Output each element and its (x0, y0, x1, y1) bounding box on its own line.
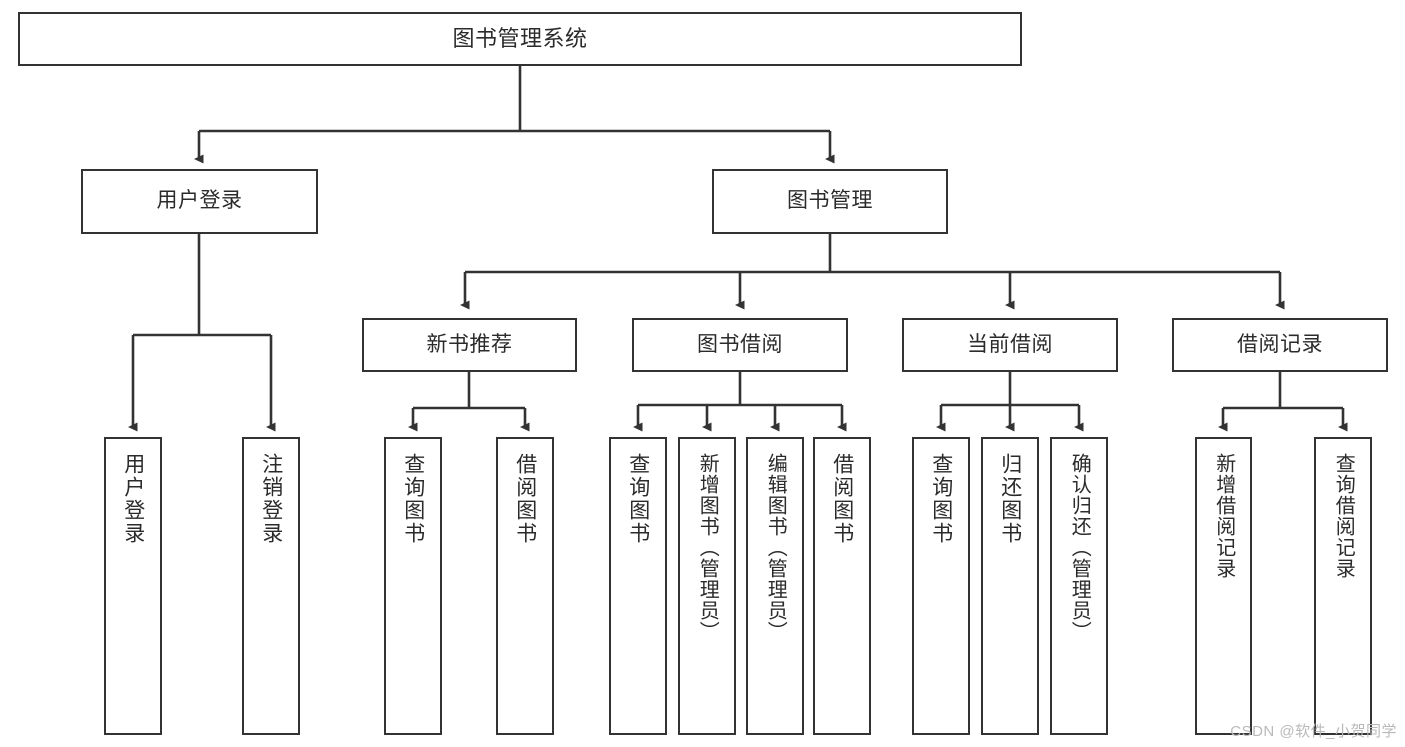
node-leaf-query-record[interactable]: 查询借阅记录 (1314, 437, 1372, 735)
node-leaf-query-book-2-label: 查询图书 (626, 453, 650, 545)
node-new-book-recommend[interactable]: 新书推荐 (362, 318, 577, 372)
node-book-management[interactable]: 图书管理 (712, 169, 948, 234)
node-root-label: 图书管理系统 (452, 26, 588, 52)
node-book-borrow[interactable]: 图书借阅 (632, 318, 848, 372)
node-book-borrow-label: 图书借阅 (697, 332, 783, 356)
node-book-management-label: 图书管理 (787, 189, 873, 213)
node-user-login-label: 用户登录 (156, 189, 243, 213)
node-leaf-borrow-book-1-label: 借阅图书 (513, 453, 537, 545)
node-leaf-confirm-return-label: 确认归还（管理员） (1068, 453, 1091, 642)
watermark-text: CSDN @软件_小贺同学 (1230, 723, 1397, 740)
node-leaf-add-book-label: 新增图书（管理员） (696, 453, 719, 642)
node-leaf-logout-login[interactable]: 注销登录 (242, 437, 300, 735)
node-leaf-edit-book[interactable]: 编辑图书（管理员） (746, 437, 804, 735)
node-user-login[interactable]: 用户登录 (81, 169, 318, 234)
node-leaf-borrow-book-2-label: 借阅图书 (830, 453, 854, 545)
node-leaf-user-login-label: 用户登录 (121, 453, 145, 545)
node-leaf-query-book-3-label: 查询图书 (929, 453, 953, 545)
node-leaf-return-book[interactable]: 归还图书 (981, 437, 1039, 735)
node-borrow-record-label: 借阅记录 (1237, 332, 1323, 356)
node-current-borrow-label: 当前借阅 (967, 332, 1053, 356)
node-new-book-recommend-label: 新书推荐 (426, 332, 513, 356)
node-leaf-borrow-book-2[interactable]: 借阅图书 (813, 437, 871, 735)
node-leaf-return-book-label: 归还图书 (998, 453, 1022, 545)
node-leaf-query-book-2[interactable]: 查询图书 (609, 437, 667, 735)
node-leaf-user-login[interactable]: 用户登录 (104, 437, 162, 735)
node-borrow-record[interactable]: 借阅记录 (1172, 318, 1388, 372)
node-leaf-add-book[interactable]: 新增图书（管理员） (678, 437, 736, 735)
node-leaf-borrow-book-1[interactable]: 借阅图书 (496, 437, 554, 735)
node-leaf-query-book-1-label: 查询图书 (401, 453, 425, 545)
node-leaf-add-record[interactable]: 新增借阅记录 (1195, 437, 1252, 735)
node-root[interactable]: 图书管理系统 (18, 12, 1022, 66)
node-leaf-logout-login-label: 注销登录 (259, 453, 283, 545)
node-leaf-confirm-return[interactable]: 确认归还（管理员） (1050, 437, 1108, 735)
node-leaf-query-book-3[interactable]: 查询图书 (912, 437, 970, 735)
node-leaf-edit-book-label: 编辑图书（管理员） (764, 453, 787, 642)
node-leaf-add-record-label: 新增借阅记录 (1212, 453, 1235, 579)
node-current-borrow[interactable]: 当前借阅 (902, 318, 1118, 372)
node-leaf-query-record-label: 查询借阅记录 (1332, 453, 1355, 579)
node-leaf-query-book-1[interactable]: 查询图书 (384, 437, 442, 735)
